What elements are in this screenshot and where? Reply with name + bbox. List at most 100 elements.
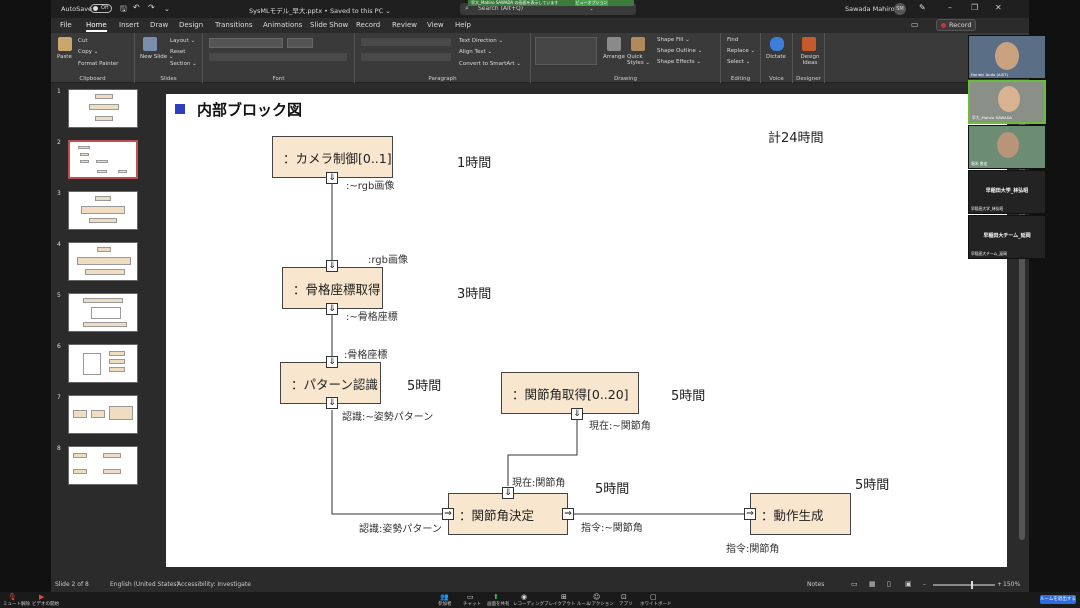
whiteboard-button[interactable]: ホワイトボード bbox=[640, 602, 672, 607]
tab-design[interactable]: Design bbox=[179, 21, 204, 29]
layout-button[interactable]: Layout ⌄ bbox=[170, 38, 196, 44]
redo-icon[interactable]: ↷ bbox=[148, 3, 155, 12]
new-slide-button[interactable]: New Slide ⌄ bbox=[140, 54, 174, 60]
text-direction-button[interactable]: Text Direction ⌄ bbox=[459, 38, 504, 44]
view-options-button[interactable]: ビューオプション ⌄ bbox=[575, 0, 608, 11]
participant-tile[interactable]: Noriaki Ando (AIST) bbox=[968, 35, 1046, 79]
font-family-select[interactable] bbox=[209, 38, 283, 48]
breakout-rooms-button[interactable]: ブレイクアウト ルーム bbox=[544, 602, 591, 607]
pen-icon[interactable]: ✎ bbox=[919, 3, 926, 12]
avatar[interactable]: SM bbox=[894, 3, 906, 15]
slide-thumbnail-selected[interactable]: 2 bbox=[51, 135, 151, 179]
tab-transitions[interactable]: Transitions bbox=[215, 21, 253, 29]
participant-tile[interactable]: 堀米 俊宏 bbox=[968, 125, 1046, 169]
joint-get-output-port[interactable]: ⇓ bbox=[571, 408, 583, 420]
minimize-icon[interactable]: – bbox=[948, 3, 952, 12]
slide-sorter-icon[interactable]: ▦ bbox=[869, 580, 876, 588]
participant-tile-active-speaker[interactable]: 早大_Mahiro SAWADA bbox=[968, 80, 1046, 124]
shape-fill-button[interactable]: Shape Fill ⌄ bbox=[657, 37, 690, 43]
paste-icon[interactable] bbox=[58, 37, 72, 51]
recording-button[interactable]: レコーディング bbox=[513, 602, 545, 607]
list-buttons[interactable] bbox=[361, 38, 451, 46]
microphone-icon[interactable] bbox=[770, 37, 784, 51]
zoom-in-icon[interactable]: + bbox=[997, 581, 1003, 588]
quick-styles-icon[interactable] bbox=[631, 37, 645, 51]
chat-icon[interactable]: ▭ bbox=[467, 593, 474, 601]
section-button[interactable]: Section ⌄ bbox=[170, 61, 197, 67]
leave-room-button[interactable]: ルームを退出する bbox=[1040, 595, 1076, 604]
font-format-buttons[interactable] bbox=[209, 53, 347, 61]
tab-record[interactable]: Record bbox=[356, 21, 381, 29]
find-button[interactable]: Find bbox=[727, 37, 739, 43]
tab-animations[interactable]: Animations bbox=[263, 21, 303, 29]
share-screen-icon[interactable]: ⬆ bbox=[493, 593, 499, 601]
cut-button[interactable]: Cut bbox=[78, 38, 88, 44]
tab-draw[interactable]: Draw bbox=[150, 21, 169, 29]
tab-home[interactable]: Home bbox=[86, 21, 107, 32]
search-box[interactable]: ⌕ Search (Alt+Q) bbox=[460, 3, 636, 15]
slide-title[interactable]: 内部ブロック図 bbox=[197, 101, 303, 119]
font-size-select[interactable] bbox=[287, 38, 313, 48]
arrange-icon[interactable] bbox=[607, 37, 621, 51]
skeleton-coordinate-block[interactable]: ：骨格座標取得 bbox=[282, 267, 383, 309]
slide-thumbnail[interactable]: 8 bbox=[51, 441, 151, 485]
slide-thumbnail[interactable]: 1 bbox=[51, 84, 151, 128]
zoom-level[interactable]: 150% bbox=[1003, 581, 1021, 588]
skeleton-output-port[interactable]: ⇓ bbox=[326, 303, 338, 315]
autosave-toggle[interactable]: Off bbox=[90, 4, 112, 13]
align-buttons[interactable] bbox=[361, 53, 451, 61]
align-text-button[interactable]: Align Text ⌄ bbox=[459, 49, 493, 55]
replace-button[interactable]: Replace ⌄ bbox=[727, 48, 756, 54]
tab-file[interactable]: File bbox=[60, 21, 72, 29]
comment-icon[interactable]: ▭ bbox=[911, 20, 919, 29]
dictate-button[interactable]: Dictate bbox=[766, 54, 786, 60]
participant-tile[interactable]: 早稲田大チーム_延岡 早稲田大チーム_延岡 bbox=[968, 215, 1046, 259]
unmute-button[interactable]: ミュート解除 bbox=[3, 602, 30, 607]
tab-slide-show[interactable]: Slide Show bbox=[310, 21, 349, 29]
document-title[interactable]: SysMLモデル_早大.pptx • Saved to this PC ⌄ bbox=[249, 7, 391, 15]
new-slide-icon[interactable] bbox=[143, 37, 157, 51]
reactions-icon[interactable]: ☺ bbox=[593, 593, 601, 601]
joint-angle-decision-block[interactable]: ：関節角決定 bbox=[448, 493, 568, 535]
design-ideas-icon[interactable] bbox=[802, 37, 816, 51]
language-indicator[interactable]: English (United States) bbox=[110, 581, 179, 588]
shape-effects-button[interactable]: Shape Effects ⌄ bbox=[657, 59, 702, 65]
participants-button[interactable]: 参加者 bbox=[438, 602, 452, 607]
slide-thumbnail[interactable]: 7 bbox=[51, 390, 151, 434]
reactions-button[interactable]: リアクション bbox=[587, 602, 614, 607]
shape-outline-button[interactable]: Shape Outline ⌄ bbox=[657, 48, 703, 54]
chat-button[interactable]: チャット bbox=[463, 602, 481, 607]
whiteboard-icon[interactable]: ▢ bbox=[650, 593, 657, 601]
accessibility-status[interactable]: Accessibility: Investigate bbox=[177, 581, 251, 588]
camera-output-port[interactable]: ⇓ bbox=[326, 172, 338, 184]
skeleton-input-port[interactable]: ⇓ bbox=[326, 260, 338, 272]
shapes-gallery[interactable] bbox=[535, 37, 597, 65]
participant-tile[interactable]: 早稲田大学_林弘昭 早稲田大学_林弘昭 bbox=[968, 170, 1046, 214]
zoom-slider-handle[interactable] bbox=[971, 581, 973, 589]
zoom-out-icon[interactable]: – bbox=[923, 581, 926, 588]
close-icon[interactable]: ✕ bbox=[995, 3, 1002, 12]
joint-decide-output-port[interactable]: ⇒ bbox=[562, 508, 574, 520]
tab-review[interactable]: Review bbox=[392, 21, 417, 29]
slide-thumbnail[interactable]: 4 bbox=[51, 237, 151, 281]
normal-view-icon[interactable]: ▭ bbox=[851, 580, 858, 588]
convert-smartart-button[interactable]: Convert to SmartArt ⌄ bbox=[459, 61, 521, 67]
design-ideas-button[interactable]: Design Ideas bbox=[800, 54, 820, 66]
quick-styles-button[interactable]: Quick Styles ⌄ bbox=[627, 54, 651, 66]
record-button[interactable]: Record bbox=[936, 19, 976, 31]
undo-icon[interactable]: ↶ bbox=[133, 3, 140, 12]
user-name[interactable]: Sawada Mahiro bbox=[845, 5, 895, 13]
participants-icon[interactable]: 👥 bbox=[440, 593, 449, 601]
motion-input-port[interactable]: ⇒ bbox=[744, 508, 756, 520]
video-off-icon[interactable]: ▶ bbox=[39, 593, 45, 601]
tab-insert[interactable]: Insert bbox=[119, 21, 140, 29]
copy-button[interactable]: Copy ⌄ bbox=[78, 49, 99, 55]
tab-help[interactable]: Help bbox=[455, 21, 471, 29]
tab-view[interactable]: View bbox=[427, 21, 444, 29]
record-icon[interactable]: ◉ bbox=[521, 593, 528, 601]
arrange-button[interactable]: Arrange bbox=[603, 54, 625, 60]
zoom-slider[interactable] bbox=[933, 584, 995, 586]
apps-icon[interactable]: ⊡ bbox=[621, 593, 627, 601]
restore-icon[interactable]: ❐ bbox=[971, 3, 979, 12]
slideshow-icon[interactable]: ▣ bbox=[905, 580, 912, 588]
